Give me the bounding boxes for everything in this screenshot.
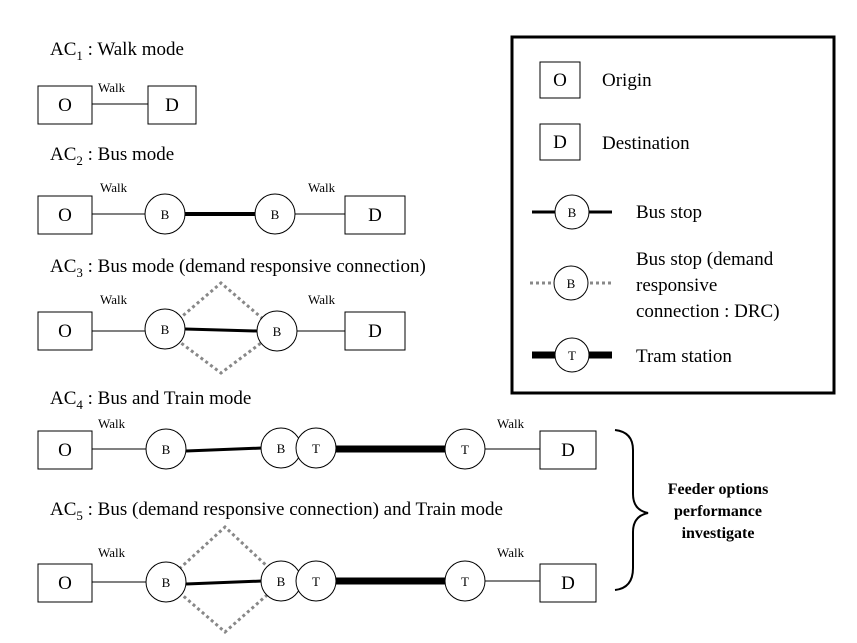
ac5-bus-stop-2-label: B	[277, 574, 286, 589]
ac5-bus-stop-1-label: B	[162, 575, 171, 590]
legend-drc-text-line2: responsive	[636, 275, 717, 296]
ac5-tram-station-1	[295, 560, 337, 602]
legend: O Origin D Destination B Bus stop B Bus …	[510, 35, 836, 395]
ac3-walk-label-1: Walk	[100, 292, 128, 307]
ac5-destination-label: D	[561, 573, 575, 594]
ac4-tram-station-1	[295, 427, 337, 469]
ac5-tram-station-2	[444, 560, 486, 602]
ac2-destination-box	[344, 195, 406, 235]
brace-text-line1: Feeder options	[668, 481, 769, 498]
ac4-bus-stop-1	[145, 428, 187, 470]
ac4-destination-label: D	[561, 440, 575, 461]
ac3-destination-label: D	[368, 321, 382, 342]
ac3-origin-box	[37, 311, 93, 351]
legend-bus-stop-text: Bus stop	[636, 202, 702, 223]
ac5-tram-station-2-label: T	[461, 574, 469, 589]
ac3-drc-diamond	[162, 281, 280, 375]
ac3-walk-label-2: Walk	[308, 292, 336, 307]
ac3-bus-stop-1-label: B	[161, 322, 170, 337]
ac4-origin-box	[37, 430, 93, 470]
ac4-tram-station-2	[444, 428, 486, 470]
ac5-origin-label: O	[58, 573, 72, 594]
ac1-title: AC1 : Walk mode	[50, 39, 184, 63]
ac4-bus-stop-1-label: B	[162, 442, 171, 457]
ac3-title: AC3 : Bus mode (demand responsive connec…	[50, 256, 426, 280]
ac2-bus-stop-2-label: B	[271, 207, 280, 222]
ac2-bus-stop-2	[254, 193, 296, 235]
legend-bus-stop-symbol	[554, 194, 590, 230]
feeder-brace	[614, 429, 649, 591]
ac4-origin-label: O	[58, 440, 72, 461]
ac2-bus-stop-1	[144, 193, 186, 235]
ac4-tram-station-2-label: T	[461, 442, 469, 457]
ac5-walk-label-1: Walk	[98, 545, 126, 560]
ac3-bus-stop-2	[256, 310, 298, 352]
ac3-bus-stop-2-label: B	[273, 324, 282, 339]
legend-destination-box	[539, 123, 581, 161]
ac3-route: Walk Walk O B B D	[37, 281, 406, 375]
ac1-route: Walk O D	[37, 80, 197, 125]
ac1-origin-box	[37, 85, 93, 125]
ac1-destination-label: D	[165, 95, 179, 116]
ac5-destination-box	[539, 563, 597, 603]
brace-text-line3: investigate	[682, 525, 755, 542]
brace-text-line2: performance	[674, 503, 762, 520]
ac5-walk-label-2: Walk	[497, 545, 525, 560]
ac5-origin-box	[37, 563, 93, 603]
ac5-bus-stop-1	[145, 561, 187, 603]
ac2-walk-label-2: Walk	[308, 180, 336, 195]
legend-destination-symbol: D	[553, 132, 567, 153]
ac3-destination-box	[344, 311, 406, 351]
legend-tram-station-label: T	[568, 348, 576, 363]
ac4-walk-label-2: Walk	[497, 416, 525, 431]
legend-destination-text: Destination	[602, 133, 690, 154]
ac1-destination-box	[147, 85, 197, 125]
legend-tram-station-text: Tram station	[636, 346, 732, 367]
legend-drc-text-line1: Bus stop (demand	[636, 249, 774, 270]
ac4-title: AC4 : Bus and Train mode	[50, 388, 251, 412]
legend-origin-text: Origin	[602, 70, 652, 91]
ac4-walk-label-1: Walk	[98, 416, 126, 431]
ac4-tram-station-1-label: T	[312, 441, 320, 456]
ac5-route: Walk Walk O B B T T D	[37, 524, 597, 634]
ac3-bus-stop-1	[144, 308, 186, 350]
ac2-route: Walk Walk O B B D	[37, 180, 406, 235]
legend-drc-bus-stop-label: B	[567, 276, 576, 291]
ac2-bus-stop-1-label: B	[161, 207, 170, 222]
ac3-origin-label: O	[58, 321, 72, 342]
ac5-tram-station-1-label: T	[312, 574, 320, 589]
ac4-bus-stop-2-label: B	[277, 441, 286, 456]
ac2-walk-label-1: Walk	[100, 180, 128, 195]
ac4-destination-box	[539, 430, 597, 470]
legend-drc-bus-stop-symbol	[553, 265, 589, 301]
legend-origin-symbol: O	[553, 70, 567, 91]
ac2-origin-box	[37, 195, 93, 235]
ac2-title: AC2 : Bus mode	[50, 144, 174, 168]
ac2-destination-label: D	[368, 205, 382, 226]
ac4-route: Walk Walk O B B T T D	[37, 416, 597, 470]
ac1-walk-label: Walk	[98, 80, 126, 95]
legend-tram-station-symbol	[554, 337, 590, 373]
legend-bus-stop-label: B	[568, 205, 577, 220]
legend-drc-text-line3: connection : DRC)	[636, 301, 780, 322]
ac1-origin-label: O	[58, 95, 72, 116]
ac2-origin-label: O	[58, 205, 72, 226]
legend-origin-box	[539, 61, 581, 99]
ac5-title: AC5 : Bus (demand responsive connection)…	[50, 499, 503, 523]
